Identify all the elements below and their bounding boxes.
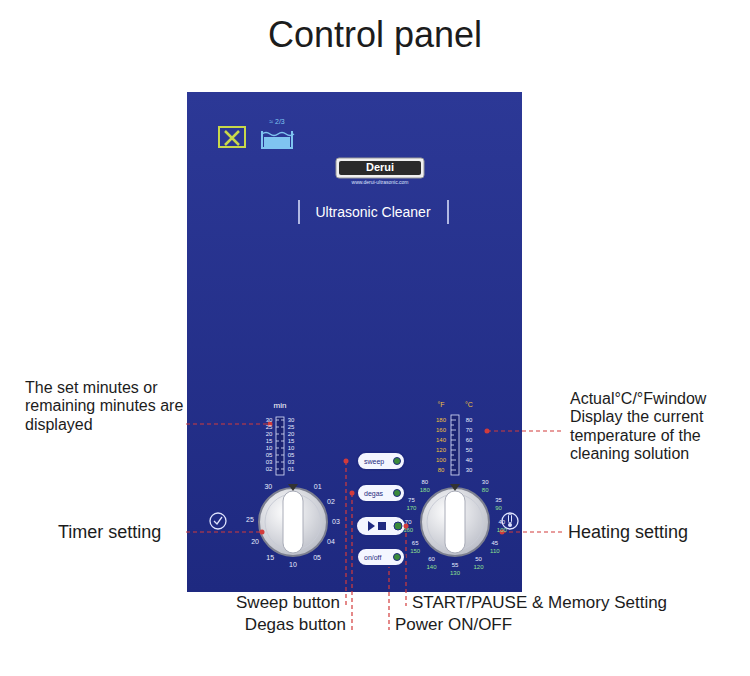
button-label: degas [364, 490, 383, 497]
panel-marking: 60 [428, 555, 435, 562]
panel-marking: 15 [288, 438, 295, 445]
panel-marking: 180 [436, 417, 446, 424]
callout-label: Timer setting [58, 522, 161, 543]
start-pause-button [356, 516, 406, 536]
panel-marking: min [274, 401, 287, 410]
panel-marking: 180 [420, 487, 430, 494]
bracket [447, 200, 449, 224]
panel-button: on/off [356, 547, 406, 567]
panel-marking: 40 [466, 457, 473, 464]
panel-marking: 05 [266, 452, 273, 459]
callout-label: Actual°C/°Fwindow Display the current te… [570, 390, 742, 464]
panel-marking: 90 [495, 505, 502, 512]
panel-marking: 20 [288, 431, 295, 438]
panel-marking: 03 [266, 459, 273, 466]
callout-label: Heating setting [568, 522, 688, 543]
panel-marking: 80 [466, 417, 473, 424]
panel-marking: 120 [473, 563, 483, 570]
panel-marking: 150 [410, 547, 420, 554]
panel-marking: 100 [497, 527, 507, 534]
panel-marking: °F [437, 401, 444, 409]
button-label: on/off [364, 554, 381, 561]
temperature-bar [451, 415, 459, 475]
panel-marking: 80 [482, 487, 489, 494]
panel-marking: 04 [327, 538, 335, 546]
panel-marking: 35 [495, 497, 502, 504]
panel-marking: 20 [251, 538, 259, 546]
panel-marking: 01 [314, 483, 322, 491]
panel-button: degas [356, 483, 406, 503]
panel-marking: 25 [266, 424, 273, 431]
panel-marking: 10 [289, 561, 297, 569]
panel-marking: 160 [403, 527, 413, 534]
panel-marking: 160 [436, 427, 446, 434]
bracket [298, 200, 300, 224]
panel-button: sweep [356, 451, 406, 471]
panel-marking: 30 [264, 483, 272, 491]
panel-marking: 05 [313, 554, 321, 562]
panel-marking: 10 [288, 445, 295, 452]
callout-label: The set minutes or remaining minutes are… [25, 379, 190, 434]
panel-marking: 50 [466, 447, 473, 454]
logo-inner [339, 161, 421, 175]
panel-marking: °C [465, 401, 473, 409]
panel-marking: 120 [436, 447, 446, 454]
panel-marking: 70 [405, 519, 412, 526]
no-dry-run-icon [219, 127, 245, 147]
panel-marking: 140 [436, 437, 446, 444]
panel-marking: www.derui-ultrasonic.com [352, 180, 409, 186]
panel-marking: 02 [266, 466, 273, 473]
button-label: sweep [364, 458, 384, 465]
panel-marking: 30 [288, 417, 295, 424]
timer-bar [276, 417, 284, 475]
panel-marking: 30 [266, 417, 273, 424]
logo-plate [336, 158, 424, 178]
panel-marking: 20 [266, 431, 273, 438]
panel-marking: 45 [492, 539, 499, 546]
panel-marking: 65 [412, 539, 419, 546]
panel-marking: 25 [246, 516, 254, 524]
panel-marking: 50 [475, 555, 482, 562]
callout-label: Sweep button [236, 593, 340, 613]
panel-marking: 55 [452, 562, 459, 569]
panel-marking: 75 [408, 497, 415, 504]
panel-marking: 03 [332, 518, 340, 526]
fill-level-icon [262, 131, 294, 148]
callout-label: START/PAUSE & Memory Setting [412, 593, 667, 613]
panel-marking: 70 [466, 427, 473, 434]
panel-marking: 03 [288, 459, 295, 466]
panel-marking: 25 [288, 424, 295, 431]
clock-icon [210, 513, 226, 529]
panel-marking: 110 [490, 547, 500, 554]
panel-marking: 30 [466, 467, 473, 474]
panel-marking: 60 [466, 437, 473, 444]
callout-label: Power ON/OFF [395, 615, 512, 635]
panel-marking: 02 [327, 498, 335, 506]
panel-marking: 80 [438, 467, 445, 474]
panel-marking: Derui [366, 161, 394, 174]
panel-marking: ≈ 2/3 [269, 118, 285, 126]
panel-marking: 15 [266, 438, 273, 445]
page-title: Control panel [0, 14, 750, 56]
timer-knob [259, 484, 327, 556]
panel-marking: 80 [421, 479, 428, 486]
callout-label: Degas button [245, 615, 346, 635]
panel-marking: 05 [288, 452, 295, 459]
leader-dots [260, 422, 505, 560]
panel-marking: 130 [450, 570, 460, 577]
panel-marking: 15 [266, 554, 274, 562]
panel-marking: 30 [482, 479, 489, 486]
panel-marking: 10 [266, 445, 273, 452]
panel-marking: 40 [498, 519, 505, 526]
control-panel [187, 92, 522, 592]
panel-marking: 100 [436, 457, 446, 464]
panel-marking: 140 [426, 563, 436, 570]
panel-marking: 170 [406, 505, 416, 512]
panel-marking: Ultrasonic Cleaner [315, 204, 430, 220]
heating-knob [421, 484, 489, 556]
panel-marking: 01 [288, 466, 295, 473]
